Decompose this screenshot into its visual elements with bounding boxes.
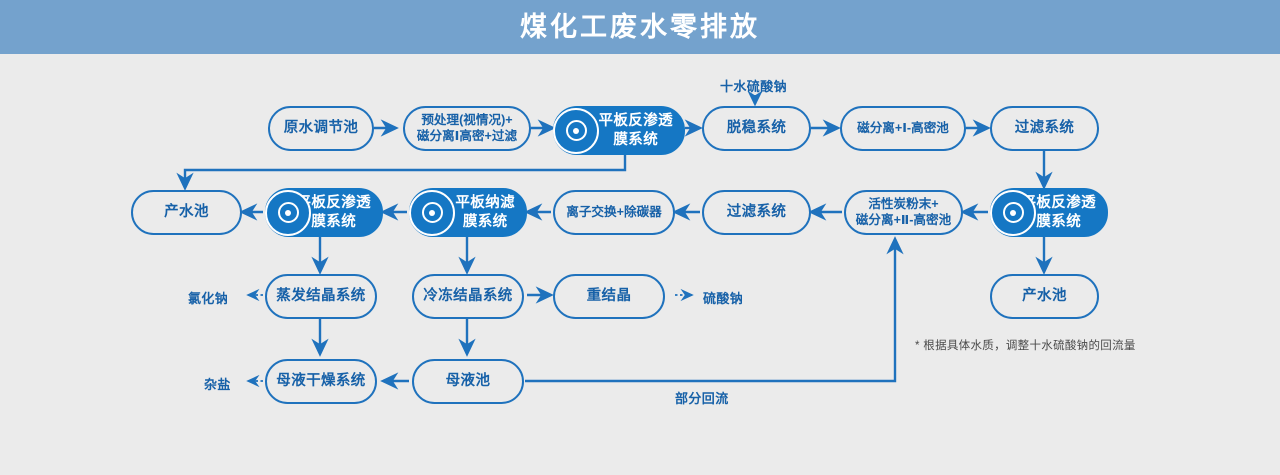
footnote-text: * 根据具体水质，调整十水硫酸钠的回流量 [915, 340, 1136, 352]
node-label: 重结晶 [586, 288, 632, 305]
node-label: 产水池 [164, 204, 209, 221]
node-label: 平板反渗透 膜系统 [1021, 195, 1096, 230]
node-mother-liquor-tank[interactable]: 母液池 [412, 359, 524, 404]
node-label: 预处理(视情况)+ 磁分离Ⅰ高密+过滤 [416, 112, 518, 143]
target-disc-icon [409, 189, 455, 236]
node-label: 过滤系统 [726, 204, 787, 221]
node-label: 活性炭粉末+ 磁分离+Ⅱ-高密池 [855, 196, 952, 227]
node-label: 蒸发结晶系统 [276, 288, 366, 305]
flow-label-mixed-salt: 杂盐 [204, 377, 231, 392]
node-label: 磁分离+Ⅰ-高密池 [857, 120, 949, 135]
node-label: 母液干燥系统 [276, 373, 366, 390]
node-product-water-tank-left[interactable]: 产水池 [131, 190, 242, 235]
node-activated-carbon[interactable]: 活性炭粉末+ 磁分离+Ⅱ-高密池 [844, 190, 963, 235]
node-filtration-2[interactable]: 过滤系统 [702, 190, 811, 235]
flow-label-sodium-chloride: 氯化钠 [188, 291, 229, 306]
node-label: 母液池 [445, 373, 491, 390]
flow-label-sodium-sulfate-decahydrate: 十水硫酸钠 [720, 79, 788, 94]
target-disc-icon [990, 189, 1036, 236]
node-pretreatment[interactable]: 预处理(视情况)+ 磁分离Ⅰ高密+过滤 [403, 106, 531, 151]
node-label: 原水调节池 [283, 120, 359, 137]
node-evaporative-crystallizer[interactable]: 蒸发结晶系统 [265, 274, 377, 319]
node-mother-liquor-dryer[interactable]: 母液干燥系统 [265, 359, 377, 404]
node-label: 平板反渗透 膜系统 [296, 195, 371, 230]
node-ro-membrane-3[interactable]: 平板反渗透 膜系统 [265, 188, 383, 237]
node-nf-membrane[interactable]: 平板纳滤 膜系统 [409, 188, 527, 237]
page-title: 煤化工废水零排放 [520, 11, 760, 42]
node-label: 脱稳系统 [726, 120, 787, 137]
node-label: 产水池 [1022, 288, 1067, 305]
node-freeze-crystallizer[interactable]: 冷冻结晶系统 [412, 274, 524, 319]
node-recrystallization[interactable]: 重结晶 [553, 274, 665, 319]
flow-label-sodium-sulfate: 硫酸钠 [703, 291, 744, 306]
page-header: 煤化工废水零排放 [0, 0, 1280, 54]
node-label: 冷冻结晶系统 [423, 288, 513, 305]
target-disc-icon [265, 189, 311, 236]
node-label: 过滤系统 [1014, 120, 1075, 137]
node-raw-water-tank[interactable]: 原水调节池 [268, 106, 374, 151]
node-ro-membrane-1[interactable]: 平板反渗透 膜系统 [553, 106, 685, 155]
node-ro-membrane-2[interactable]: 平板反渗透 膜系统 [990, 188, 1108, 237]
node-ion-exchange[interactable]: 离子交换+除碳器 [553, 190, 675, 235]
node-magnetic-separation-1[interactable]: 磁分离+Ⅰ-高密池 [840, 106, 966, 151]
flow-label-partial-reflux: 部分回流 [675, 391, 729, 406]
node-label: 离子交换+除碳器 [566, 204, 662, 219]
node-destabilization[interactable]: 脱稳系统 [702, 106, 811, 151]
node-product-water-tank-right[interactable]: 产水池 [990, 274, 1099, 319]
target-disc-icon [553, 107, 599, 154]
node-label: 平板纳滤 膜系统 [455, 195, 515, 230]
node-filtration-1[interactable]: 过滤系统 [990, 106, 1099, 151]
node-label: 平板反渗透 膜系统 [598, 113, 673, 148]
diagram-canvas: 原水调节池 预处理(视情况)+ 磁分离Ⅰ高密+过滤 平板反渗透 膜系统 脱稳系统… [0, 54, 1280, 475]
